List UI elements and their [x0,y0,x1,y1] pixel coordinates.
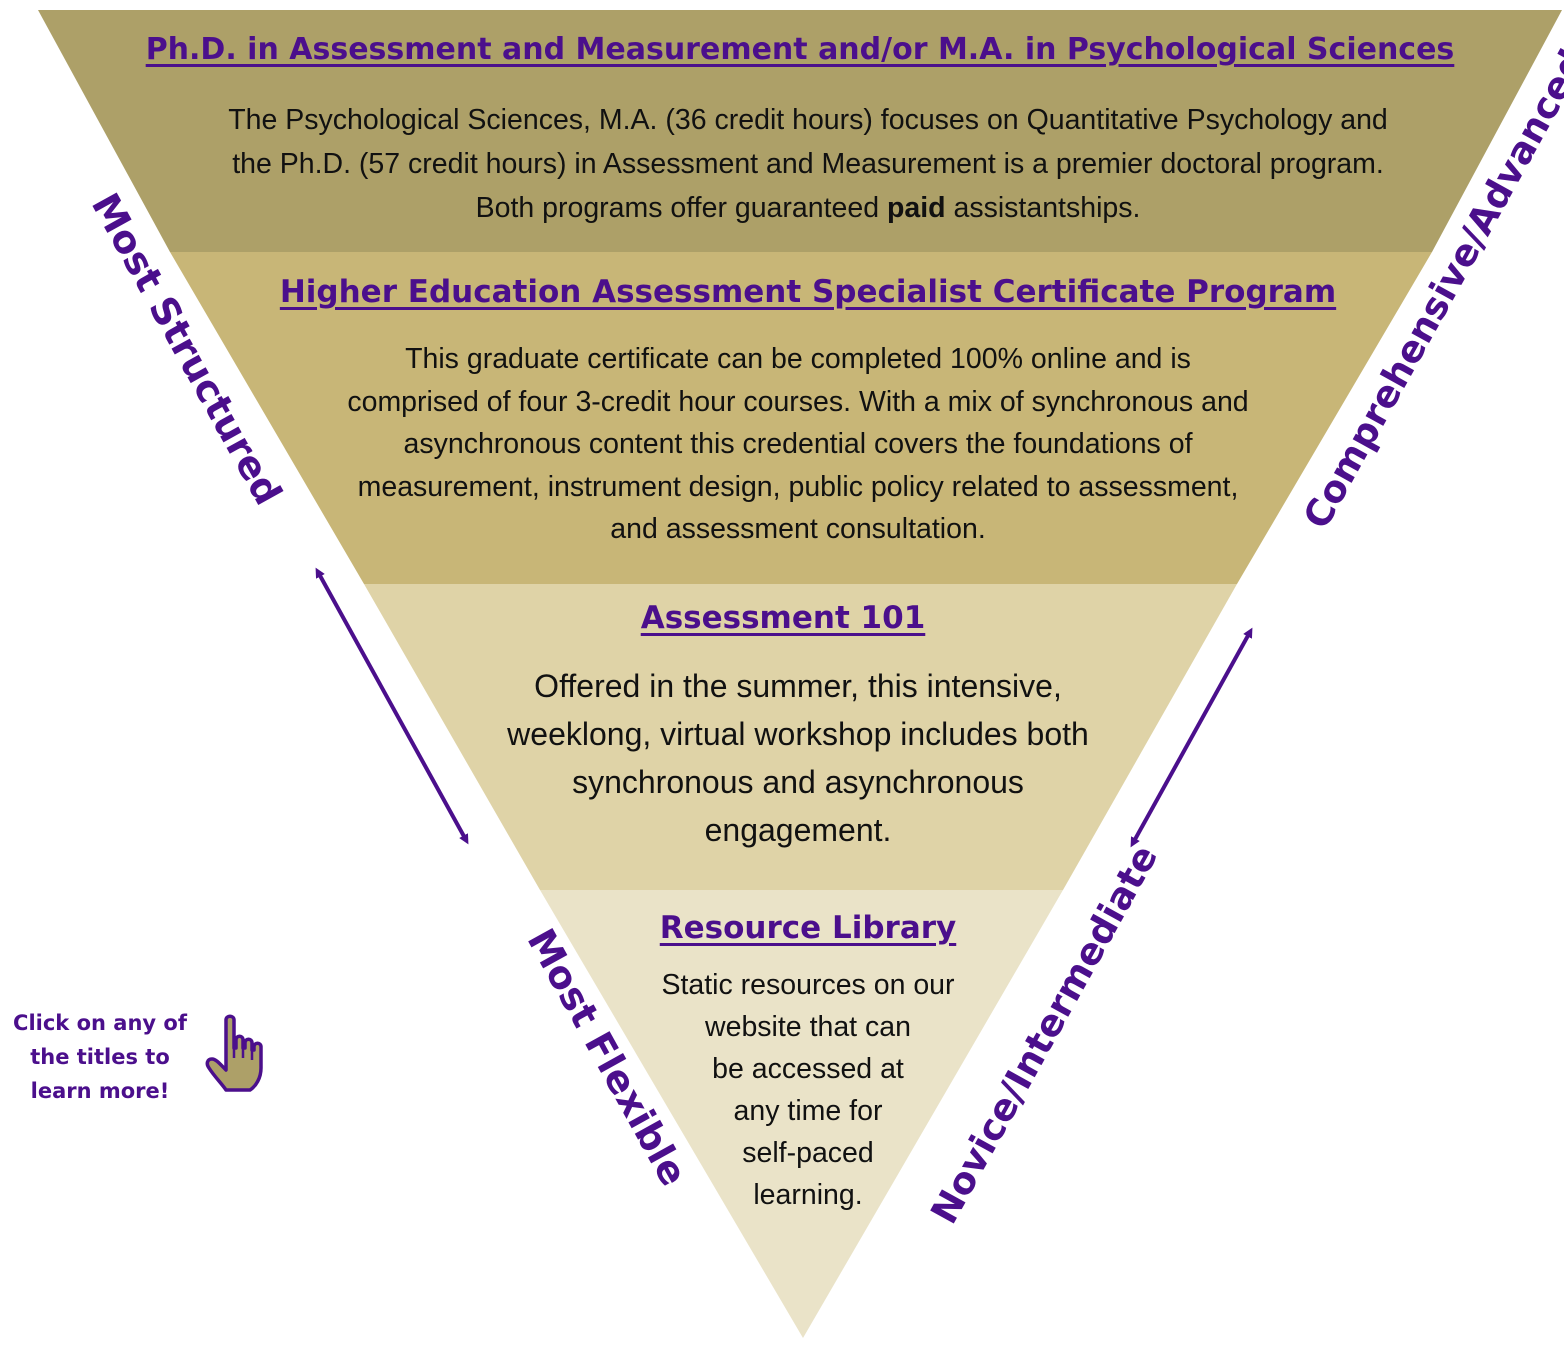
tier-description-text: Both programs offer guaranteed [475,192,887,224]
tier-description-line: learning. [753,1179,863,1211]
tier-title-phd[interactable]: Ph.D. in Assessment and Measurement and/… [145,32,1455,67]
tier-description-line: comprised of four 3-credit hour courses.… [347,385,1249,418]
tier-description-line: This graduate certificate can be complet… [405,343,1191,375]
tier-description-line: weeklong, virtual workshop includes both [507,716,1089,752]
tier-description-line: Both programs offer guaranteed paid assi… [140,186,1476,230]
tier-description-certificate: This graduate certificate can be complet… [298,338,1298,551]
tier-description-line: measurement, instrument design, public p… [357,470,1239,503]
tier-description-line: be accessed at [712,1053,904,1085]
click-hint: Click on any of the titles to learn more… [0,1006,200,1108]
click-hint-line: learn more! [30,1079,170,1103]
structured-flexible-arrow [315,567,469,845]
emphasis-text: paid [886,192,946,224]
tier-description-line: website that can [705,1011,911,1043]
tier-band-assessment-101 [364,584,1237,890]
tier-description-line: Offered in the summer, this intensive, [534,668,1062,704]
tier-band-certificate [170,252,1432,584]
tier-description-assessment-101: Offered in the summer, this intensive, w… [463,662,1133,854]
tier-band-resource-library [540,890,1063,1338]
tier-description-line: asynchronous content this credential cov… [403,428,1193,460]
tier-description-line: engagement. [704,812,892,848]
tier-band-phd [38,10,1562,252]
tier-description-line: and assessment consultation. [610,513,986,545]
tier-title-certificate[interactable]: Higher Education Assessment Specialist C… [279,274,1337,310]
tier-title-assessment-101[interactable]: Assessment 101 [640,600,926,636]
tier-description-line: The Psychological Sciences, M.A. (36 cre… [228,104,1388,136]
tier-title-resource-library[interactable]: Resource Library [659,910,957,946]
click-hint-line: the titles to [30,1045,170,1069]
tier-description-text: assistantships. [945,192,1141,224]
tier-description-line: synchronous and asynchronous [572,764,1024,800]
tier-description-phd: The Psychological Sciences, M.A. (36 cre… [140,98,1476,230]
tier-description-line: any time for [733,1095,883,1127]
tier-description-line: Static resources on our [661,969,955,1001]
click-hint-line: Click on any of [13,1011,187,1035]
tier-description-resource-library: Static resources on our website that can… [628,964,988,1216]
tier-description-line: the Ph.D. (57 credit hours) in Assessmen… [232,148,1384,180]
pointing-hand-icon [205,1014,263,1092]
advanced-novice-arrow [1130,627,1253,848]
tier-description-line: self-paced [742,1137,874,1169]
